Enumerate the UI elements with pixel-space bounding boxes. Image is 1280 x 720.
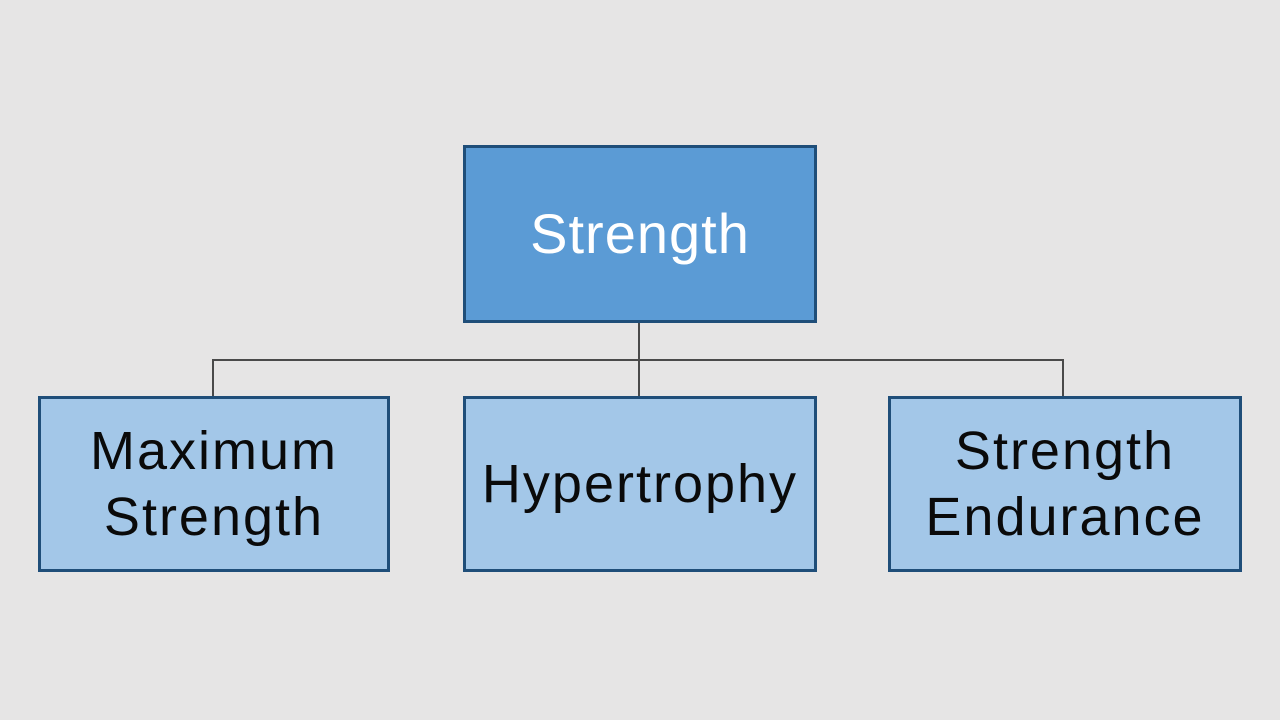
connector-drop-right <box>1062 359 1064 397</box>
node-strength-endurance-label-line1: Strength <box>954 421 1176 481</box>
node-strength: Strength <box>463 145 817 323</box>
node-strength-endurance-label-line2: Endurance <box>925 487 1205 547</box>
connector-drop-left <box>212 359 214 397</box>
node-maximum-strength-label-line2: Strength <box>103 487 325 547</box>
node-maximum-strength: Maximum Strength <box>38 396 390 572</box>
connector-root-stem <box>638 323 640 361</box>
node-hypertrophy-label-line1: Hypertrophy <box>481 454 799 514</box>
connector-drop-middle <box>638 359 640 397</box>
node-maximum-strength-label-line1: Maximum <box>89 421 338 481</box>
node-strength-endurance: Strength Endurance <box>888 396 1242 572</box>
node-strength-label: Strength <box>530 202 750 265</box>
node-hypertrophy: Hypertrophy <box>463 396 817 572</box>
